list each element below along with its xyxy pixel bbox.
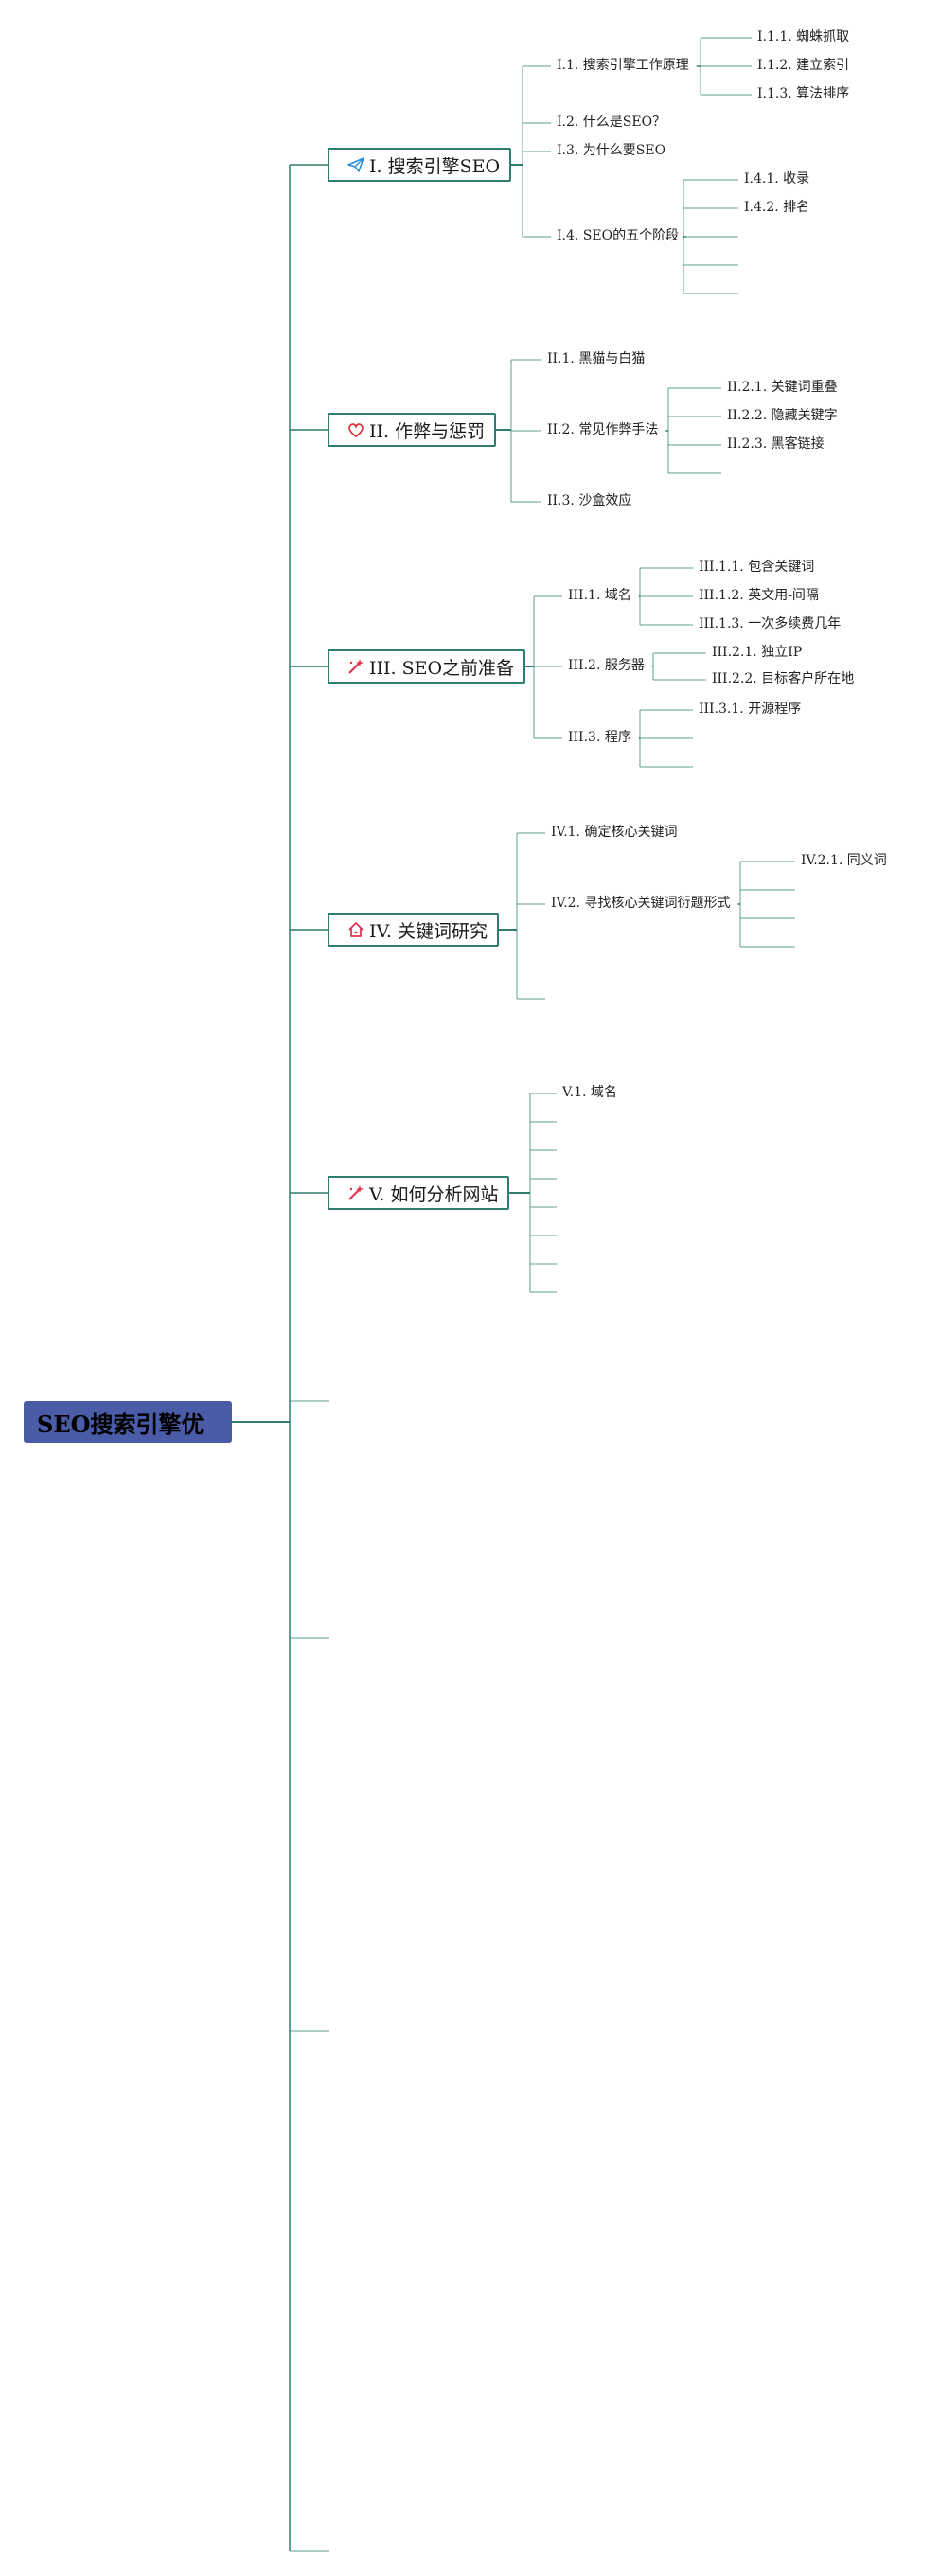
leaf-topic-node[interactable]: III.2.2. 目标客户所在地 <box>712 671 855 686</box>
branch-label: II. 作弊与惩罚 <box>369 420 486 442</box>
leaf-topic-node[interactable]: I.1.3. 算法排序 <box>757 86 850 101</box>
topic-node[interactable]: IV.2. 寻找核心关键词衍题形式 <box>551 896 731 911</box>
branch-label: IV. 关键词研究 <box>369 920 488 942</box>
topic-node[interactable]: III.2. 服务器 <box>568 658 645 673</box>
topic-node[interactable]: III.1. 域名 <box>568 588 631 603</box>
branch-node-4[interactable]: IV. 关键词研究 <box>328 913 499 947</box>
magic-wand-icon <box>346 1183 365 1202</box>
leaf-topic-node[interactable]: III.1.1. 包含关键词 <box>699 560 815 575</box>
topic-node[interactable]: V.1. 域名 <box>562 1085 617 1100</box>
leaf-topic-node[interactable]: III.3.1. 开源程序 <box>699 702 802 717</box>
leaf-topic-node[interactable]: II.2.2. 隐藏关键字 <box>727 408 838 423</box>
topic-node[interactable]: II.1. 黑猫与白猫 <box>547 351 646 366</box>
leaf-topic-node[interactable]: I.4.1. 收录 <box>744 171 810 187</box>
leaf-topic-node[interactable]: I.1.2. 建立索引 <box>757 58 850 73</box>
topic-node[interactable]: II.3. 沙盒效应 <box>547 493 632 508</box>
magic-wand-icon <box>346 657 365 676</box>
branch-label: III. SEO之前准备 <box>369 657 515 679</box>
branch-node-3[interactable]: III. SEO之前准备 <box>328 649 526 684</box>
root-label: SEO搜索引擎优 <box>37 1410 204 1438</box>
leaf-topic-node[interactable]: IV.2.1. 同义词 <box>801 853 887 868</box>
leaf-topic-node[interactable]: III.1.2. 英文用-间隔 <box>699 588 819 603</box>
house-icon <box>346 920 365 939</box>
topic-node[interactable]: II.2. 常见作弊手法 <box>547 422 659 437</box>
leaf-topic-node[interactable]: II.2.1. 关键词重叠 <box>727 380 838 395</box>
leaf-topic-node[interactable]: III.2.1. 独立IP <box>712 645 803 660</box>
topic-node[interactable]: I.4. SEO的五个阶段 <box>557 228 680 243</box>
branch-node-1[interactable]: I. 搜索引擎SEO <box>328 148 512 182</box>
leaf-topic-node[interactable]: III.1.3. 一次多续费几年 <box>699 616 842 631</box>
topic-node[interactable]: I.3. 为什么要SEO <box>557 143 666 158</box>
branch-node-2[interactable]: II. 作弊与惩罚 <box>328 413 497 447</box>
branch-label: I. 搜索引擎SEO <box>369 155 501 177</box>
branch-node-5[interactable]: V. 如何分析网站 <box>328 1176 510 1210</box>
root-node[interactable]: SEO搜索引擎优 <box>24 1401 232 1443</box>
topic-node[interactable]: IV.1. 确定核心关键词 <box>551 825 678 840</box>
topic-node[interactable]: I.1. 搜索引擎工作原理 <box>557 58 689 73</box>
heart-icon <box>346 420 365 439</box>
topic-node[interactable]: I.2. 什么是SEO？ <box>557 115 666 130</box>
leaf-topic-node[interactable]: I.1.1. 蜘蛛抓取 <box>757 29 850 44</box>
branch-label: V. 如何分析网站 <box>369 1183 499 1205</box>
leaf-topic-node[interactable]: II.2.3. 黑客链接 <box>727 436 825 452</box>
paper-plane-icon <box>346 155 365 174</box>
leaf-topic-node[interactable]: I.4.2. 排名 <box>744 200 810 215</box>
topic-node[interactable]: III.3. 程序 <box>568 730 631 745</box>
